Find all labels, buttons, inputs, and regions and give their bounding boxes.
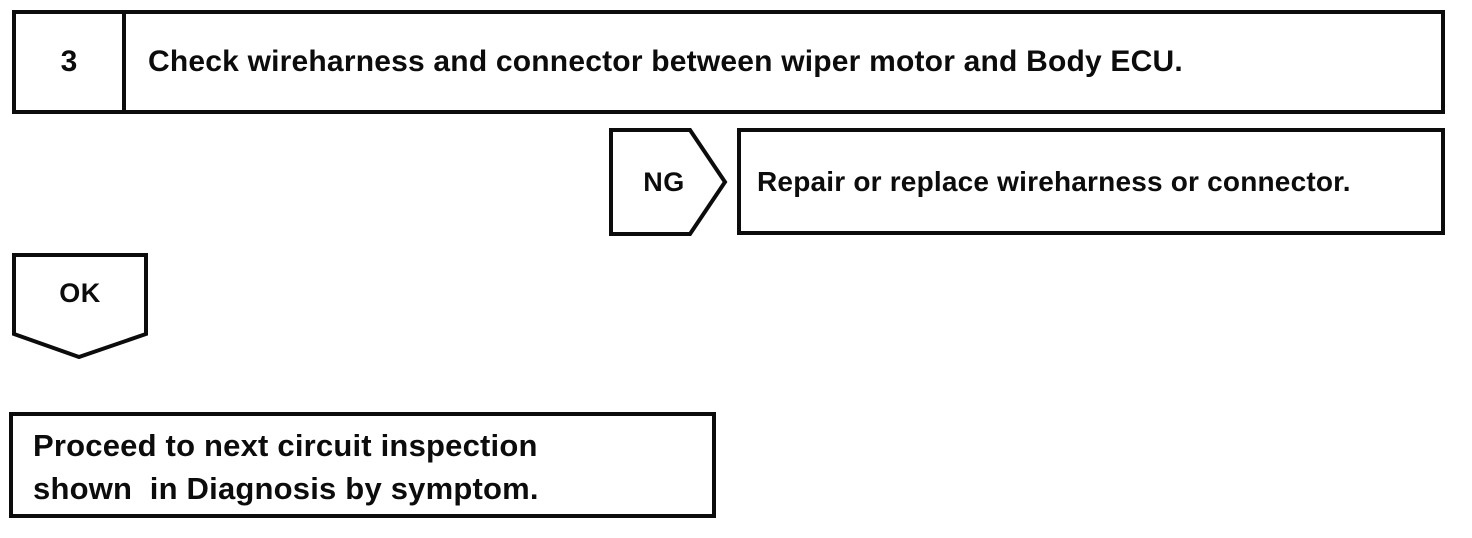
ok-label: OK <box>59 277 101 308</box>
ng-result-box: Repair or replace wireharness or connect… <box>737 128 1445 235</box>
ok-pentagon-icon <box>12 253 148 359</box>
proceed-line-2: shown in Diagnosis by symptom. <box>33 471 539 506</box>
ng-pentagon-icon <box>609 128 728 236</box>
ng-label: NG <box>643 166 685 197</box>
proceed-line-1: Proceed to next circuit inspection <box>33 428 538 463</box>
step-box: 3 Check wireharness and connector betwee… <box>12 10 1445 114</box>
ng-pentagon-shape <box>609 128 728 236</box>
ng-connector: NG <box>609 128 728 236</box>
ok-pentagon-shape <box>12 253 148 359</box>
ng-result-text: Repair or replace wireharness or connect… <box>757 165 1351 197</box>
step-title: Check wireharness and connector between … <box>148 45 1183 78</box>
ok-connector: OK <box>12 253 148 359</box>
step-number: 3 <box>16 14 126 110</box>
proceed-box: Proceed to next circuit inspection shown… <box>9 412 716 518</box>
